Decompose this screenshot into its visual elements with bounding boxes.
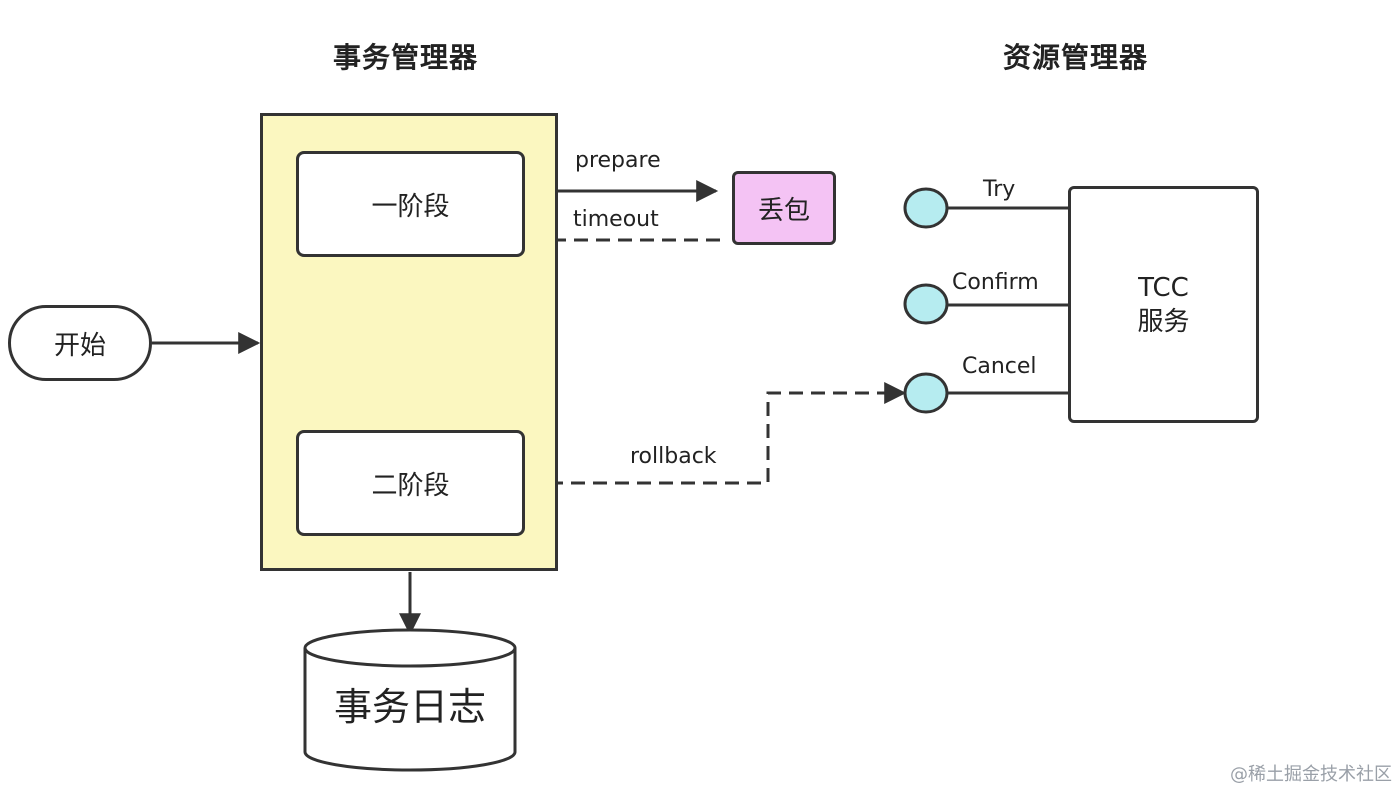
port-label-confirm: Confirm (952, 270, 1039, 295)
phase1-node: 一阶段 (296, 151, 525, 257)
phase2-node: 二阶段 (296, 430, 525, 536)
packet-loss-node: 丢包 (732, 171, 836, 245)
start-node: 开始 (8, 305, 152, 381)
edge-label-prepare: prepare (575, 148, 661, 173)
port-label-try: Try (983, 177, 1016, 202)
edge-label-timeout: timeout (573, 207, 659, 232)
port-label-cancel: Cancel (962, 354, 1037, 379)
port-try (903, 187, 949, 229)
watermark: @稀土掘金技术社区 (1230, 764, 1392, 785)
transaction-manager-title: 事务管理器 (333, 41, 479, 74)
transaction-log-label: 事务日志 (333, 685, 486, 729)
arrow-rollback (527, 382, 907, 485)
tcc-service-line1: TCC (1138, 272, 1189, 303)
edge-label-rollback: rollback (630, 444, 717, 469)
transaction-log-cylinder (303, 628, 517, 772)
tcc-service-node: TCC 服务 (1068, 186, 1259, 423)
resource-manager-title: 资源管理器 (1003, 41, 1149, 74)
port-cancel (903, 372, 949, 414)
tcc-service-line2: 服务 (1137, 306, 1190, 337)
port-confirm (903, 283, 949, 325)
